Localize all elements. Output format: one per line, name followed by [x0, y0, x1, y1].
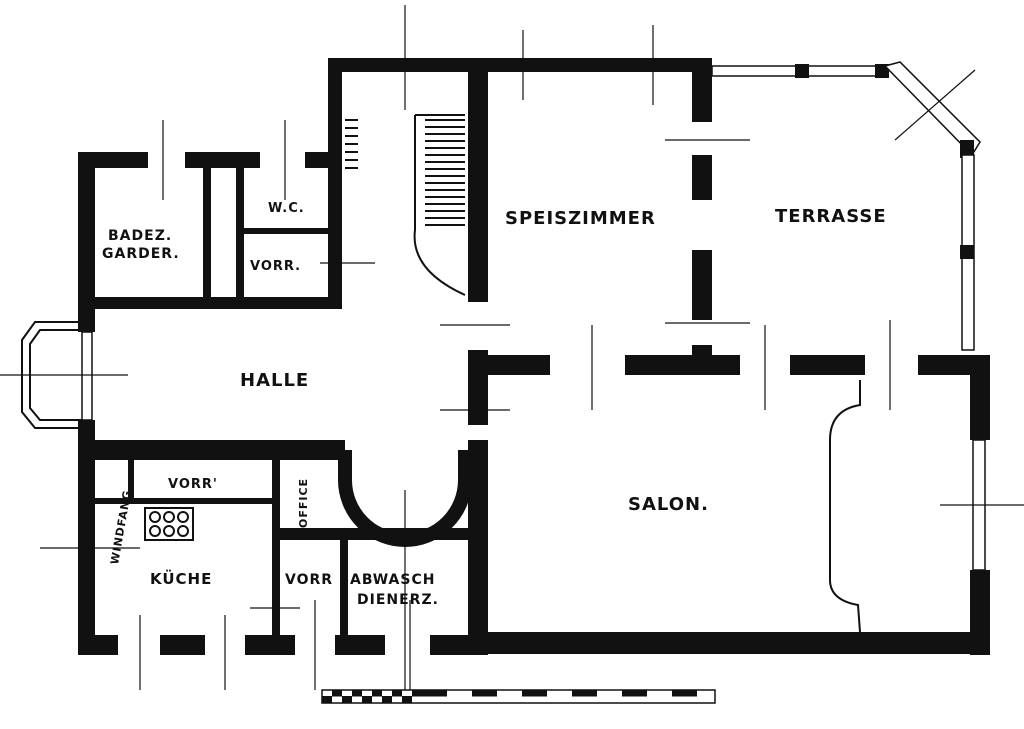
scale-segment — [522, 690, 547, 697]
burner — [163, 511, 175, 523]
label-halle: HALLE — [240, 370, 309, 391]
stove — [144, 507, 194, 541]
label-vorr-lower: VORR — [285, 572, 333, 588]
scale-segment — [352, 690, 362, 697]
label-wc: W.C. — [268, 201, 305, 216]
burner — [177, 511, 189, 523]
label-salon: SALON. — [628, 494, 709, 515]
label-dienerz: DIENERZ. — [357, 592, 439, 608]
scale-segment — [392, 690, 402, 697]
scale-segment — [402, 696, 412, 703]
scale-segment — [672, 690, 697, 697]
room-labels: BADEZ. GARDER. W.C. VORR. HALLE SPEISZIM… — [102, 201, 887, 608]
axis-line — [894, 69, 976, 141]
scale-segment — [342, 696, 352, 703]
scale-segment — [372, 690, 382, 697]
window-axes — [0, 5, 1024, 690]
burner — [177, 525, 189, 537]
label-abwasch: ABWASCH — [350, 572, 435, 588]
scale-segment — [382, 696, 392, 703]
scale-segment — [322, 696, 332, 703]
label-garder: GARDER. — [102, 246, 180, 262]
salon-alcove — [829, 380, 861, 633]
label-vorr-upper: VORR. — [250, 259, 301, 274]
label-kueche: KÜCHE — [150, 569, 212, 588]
staircase — [345, 114, 466, 296]
scale-bar — [321, 689, 716, 704]
scale-segment — [412, 690, 422, 697]
scale-segment — [362, 696, 372, 703]
label-terrasse: TERRASSE — [775, 206, 887, 227]
burner — [149, 525, 161, 537]
scale-segment — [422, 690, 447, 697]
scale-segment — [472, 690, 497, 697]
scale-segment — [332, 690, 342, 697]
label-speiszimmer: SPEISZIMMER — [505, 208, 656, 229]
walls — [21, 58, 990, 655]
label-office: OFFICE — [297, 478, 310, 528]
scale-segment — [572, 690, 597, 697]
burner — [149, 511, 161, 523]
burner — [163, 525, 175, 537]
label-vorr-kitchen: VORR' — [168, 477, 218, 492]
scale-segment — [622, 690, 647, 697]
label-badez: BADEZ. — [108, 228, 172, 244]
